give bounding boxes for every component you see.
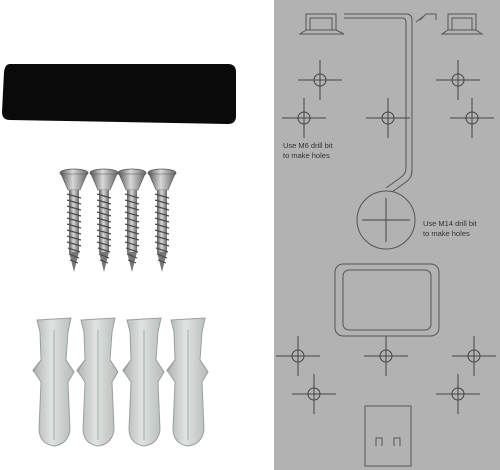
cable-channel-inner [344,17,407,189]
crosshair [276,336,320,376]
crosshair [364,336,408,376]
crosshair [452,336,496,376]
screw [117,168,147,272]
crosshair [436,60,480,100]
m6-note-line1: Use M6 drill bit [283,141,334,150]
m14-hole-circle [356,190,416,250]
template-paper [274,0,500,470]
left-hook-outline [305,13,337,31]
wall-anchor [122,317,165,447]
notch-line [415,15,425,23]
bottom-socket [364,405,412,467]
m6-note-line2: to make holes [283,151,330,160]
drilling-template: Use M6 drill bit to make holes Use M14 d… [274,0,500,470]
anchor-set [32,317,209,447]
cutout-outer [334,263,440,337]
mounting-strip [2,64,236,124]
right-hook-base [440,29,484,35]
m14-note-line1: Use M14 drill bit [423,219,478,228]
crosshair [282,98,326,138]
left-hook-base [298,29,345,35]
crosshair [362,198,410,242]
crosshair [298,60,342,100]
cutout-inner [342,269,432,331]
wall-anchor [166,317,209,447]
crosshair [436,374,480,414]
crosshair [366,98,410,138]
crosshair [292,374,336,414]
m14-note-line2: to make holes [423,229,470,238]
screw-set [59,168,177,272]
crosshair [450,98,494,138]
socket-pins [375,437,401,446]
wall-anchor [32,317,75,447]
screw [89,168,119,272]
wall-anchor [76,317,119,447]
crosshair-marks [276,60,496,414]
screw [147,168,177,272]
screw [59,168,89,272]
cable-channel [344,13,413,193]
right-hook-outline [447,13,477,31]
